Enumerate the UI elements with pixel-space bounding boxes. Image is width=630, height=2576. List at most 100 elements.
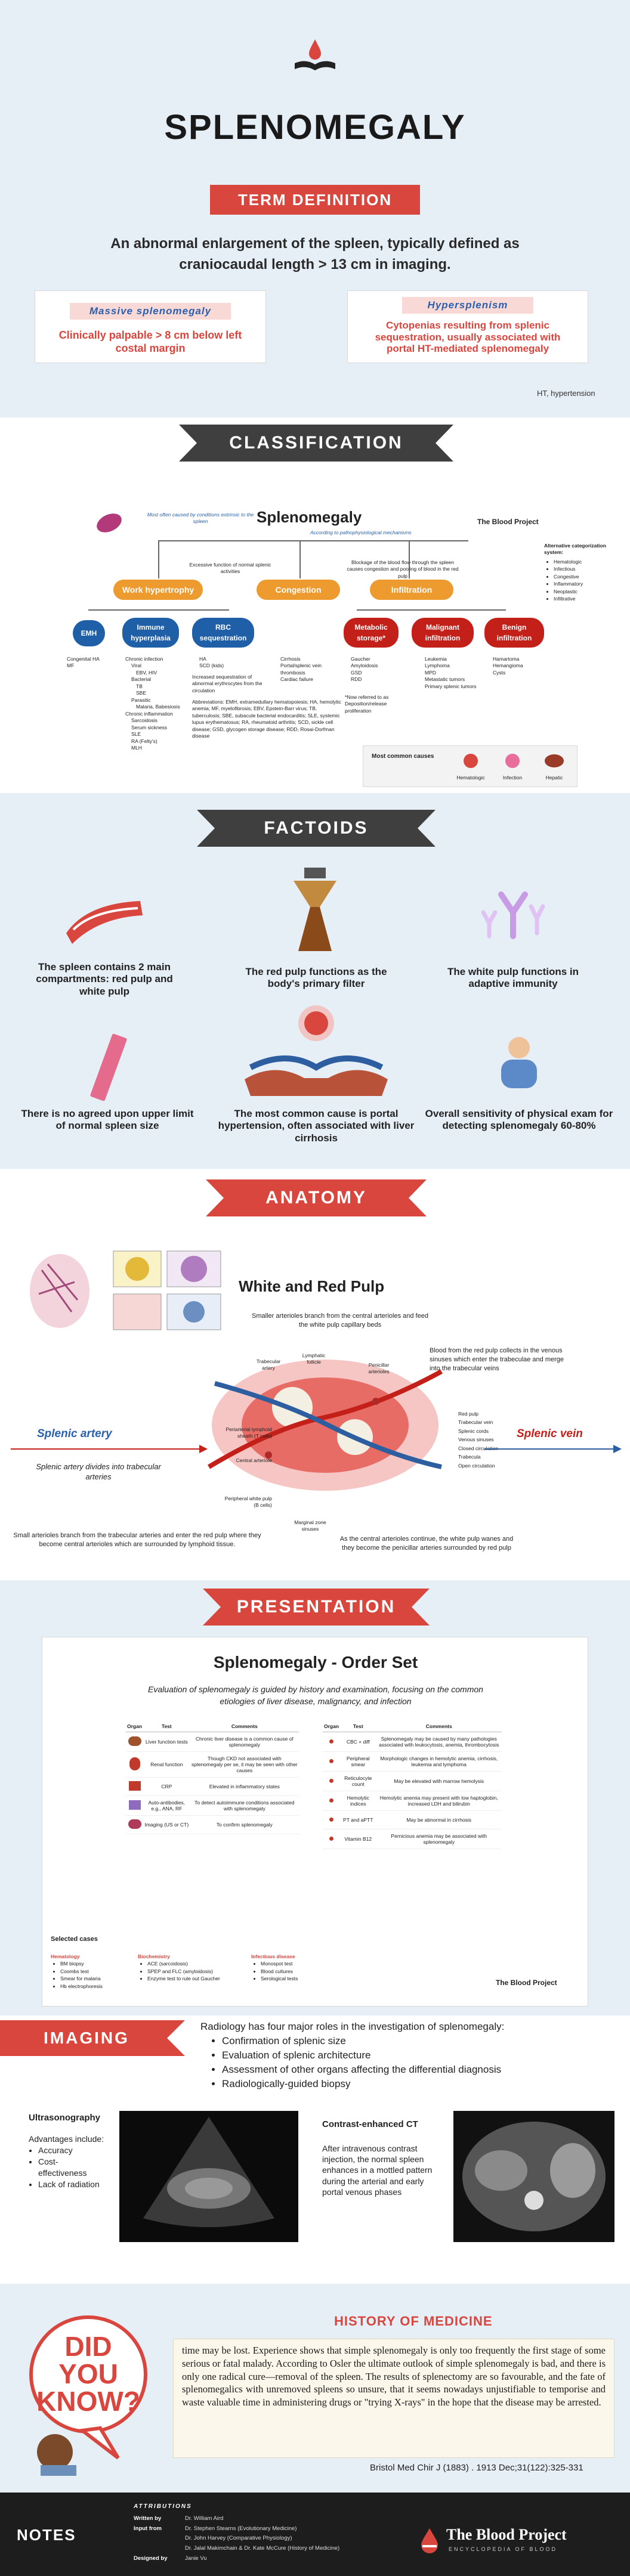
bubble-line: DID — [64, 2331, 112, 2362]
cell: CRP — [143, 1777, 190, 1796]
imaging-intro: Radiology has four major roles in the in… — [200, 2021, 505, 2032]
col-test: Test — [340, 1721, 376, 1732]
history-title: HISTORY OF MEDICINE — [334, 2314, 493, 2329]
book-drop-logo — [291, 37, 339, 73]
list-item: Hb electrophoresis — [60, 1983, 140, 1990]
emh-pill: EMH — [73, 620, 105, 646]
list-item: Serological tests — [261, 1976, 347, 1982]
cell: PT and aPTT — [340, 1810, 376, 1829]
list-item: BM biopsy — [60, 1961, 140, 1967]
work-hypertrophy-pill: Work hypertrophy — [113, 580, 203, 600]
list-item: Cost-effectiveness — [38, 2156, 106, 2178]
list-item: Gaucher — [351, 656, 370, 662]
list-item: Sarcoidosis — [131, 717, 158, 724]
list-item: TB — [136, 683, 143, 689]
alt-title: Alternative categorization system: — [544, 543, 606, 556]
common-causes-title: Most common causes — [372, 753, 434, 760]
malignant-pill: Malignant infiltration — [412, 618, 474, 648]
rbc-pill: RBC sequestration — [192, 618, 254, 648]
footer-brand: The Blood Project — [446, 2526, 567, 2543]
list-item: Hematologic — [554, 559, 616, 565]
notes-footer — [0, 2493, 630, 2576]
factoids-ribbon-wrap: FACTOIDS — [0, 810, 630, 847]
congestion-note: Blockage of the blood flow through the s… — [347, 559, 459, 579]
cases-infectious: Infectious disease Monospot test Blood c… — [251, 1953, 347, 1983]
list-item: Splenic cords — [458, 1428, 489, 1434]
cell: To confirm splenomegaly — [190, 1815, 299, 1834]
list-item: Cirrhosis — [280, 656, 301, 662]
list-item: Chronic infection — [125, 656, 163, 662]
list-item: Cysts — [493, 669, 506, 676]
list-item: Coombs test — [60, 1968, 140, 1975]
blood-drop-logo — [418, 2527, 441, 2553]
list-item: RA (Felty's) — [131, 738, 158, 744]
list-item: Viral — [131, 662, 141, 669]
coffee-filter-icon — [286, 868, 344, 957]
order-set-title: Splenomegaly - Order Set — [213, 1653, 418, 1671]
malignant-list: Leukemia Lymphoma MPD Metastatic tumors … — [425, 656, 478, 690]
classification-ribbon: CLASSIFICATION — [229, 433, 403, 453]
hypersplenism-text: Cytopenias resulting from splenic seques… — [375, 320, 561, 355]
list-item: MPD — [425, 669, 436, 676]
list-item: Lymphoma — [425, 662, 450, 669]
list-item: HA — [199, 656, 206, 662]
list-item: Cardiac failure — [280, 676, 313, 683]
notes-label: NOTES — [17, 2526, 76, 2544]
page-title: SPLENOMEGALY — [164, 108, 466, 147]
list-item: RDD — [351, 676, 362, 683]
list-item: Evaluation of splenic architecture — [222, 2049, 618, 2063]
spleen-slice-icon — [63, 891, 146, 945]
us-title: Ultrasonography — [29, 2113, 101, 2123]
col-comments: Comments — [190, 1721, 299, 1732]
spleen-cross-section-illustration — [24, 1246, 227, 1336]
anatomy-bottom-left: Small arterioles branch from the trabecu… — [13, 1532, 261, 1548]
list-item: Metastatic tumors — [425, 676, 465, 683]
list-item: EBV, HIV — [136, 669, 158, 676]
bubble-line: KNOW? — [36, 2386, 140, 2417]
ruler-icon — [87, 1032, 134, 1103]
list-item: Trabecular vein — [458, 1419, 493, 1426]
classification-title: Splenomegaly — [257, 508, 362, 526]
hypersplenism-card: Hypersplenism Cytopenias resulting from … — [347, 290, 588, 363]
work-note: Excessive function of normal splenic act… — [189, 562, 271, 575]
order-set-card: Splenomegaly - Order Set Evaluation of s… — [42, 1637, 588, 2007]
anatomy-top-text: Smaller arterioles branch from the centr… — [252, 1312, 428, 1329]
attrib-value: Dr. William Aird — [185, 2515, 224, 2522]
case-title: Hematology — [51, 1953, 80, 1959]
cell: Hemolytic indices — [340, 1791, 376, 1811]
immune-pill: Immune hyperplasia — [122, 618, 179, 648]
cell: Elevated in inflammatory states — [190, 1777, 299, 1796]
congestion-list: Cirrhosis Portal/splenic vein thrombosis… — [280, 656, 340, 683]
selected-cases-title: Selected cases — [51, 1936, 98, 1943]
footer-brand-sub: ENCYCLOPEDIA OF BLOOD — [449, 2546, 558, 2552]
cell: Liver function tests — [143, 1732, 190, 1752]
col-organ: Organ — [323, 1721, 341, 1732]
history-quote: time may be lost. Experience shows that … — [182, 2345, 606, 2408]
list-item: SLE — [131, 731, 141, 738]
imaging-roles: Radiology has four major roles in the in… — [200, 2020, 618, 2092]
cell: Though CKD not associated with splenomeg… — [190, 1751, 299, 1778]
common-hematologic: Hematologic — [456, 775, 485, 781]
list-item: Venous sinuses — [458, 1436, 494, 1443]
list-item: Monospot test — [261, 1961, 347, 1967]
emh-list: Congenital HA MF — [67, 656, 121, 670]
cell: May be abnormal in cirrhosis — [376, 1810, 502, 1829]
metabolic-list: Gaucher Amyloidosis GSD RDD — [351, 656, 404, 683]
list-item: MLH — [131, 745, 142, 751]
list-item: Amyloidosis — [351, 662, 378, 669]
cases-biochemistry: Biochemistry ACE (sarcoidosis) SPEP and … — [138, 1953, 239, 1983]
bubble-line: YOU — [58, 2358, 118, 2389]
attrib-value: Dr. Jalal Makimchain & Dr. Kate McCure (… — [185, 2544, 340, 2552]
presentation-ribbon-wrap: PRESENTATION — [0, 1589, 630, 1626]
list-item: Radiologically-guided biopsy — [222, 2077, 618, 2091]
splenic-artery-label: Splenic artery — [37, 1428, 112, 1440]
